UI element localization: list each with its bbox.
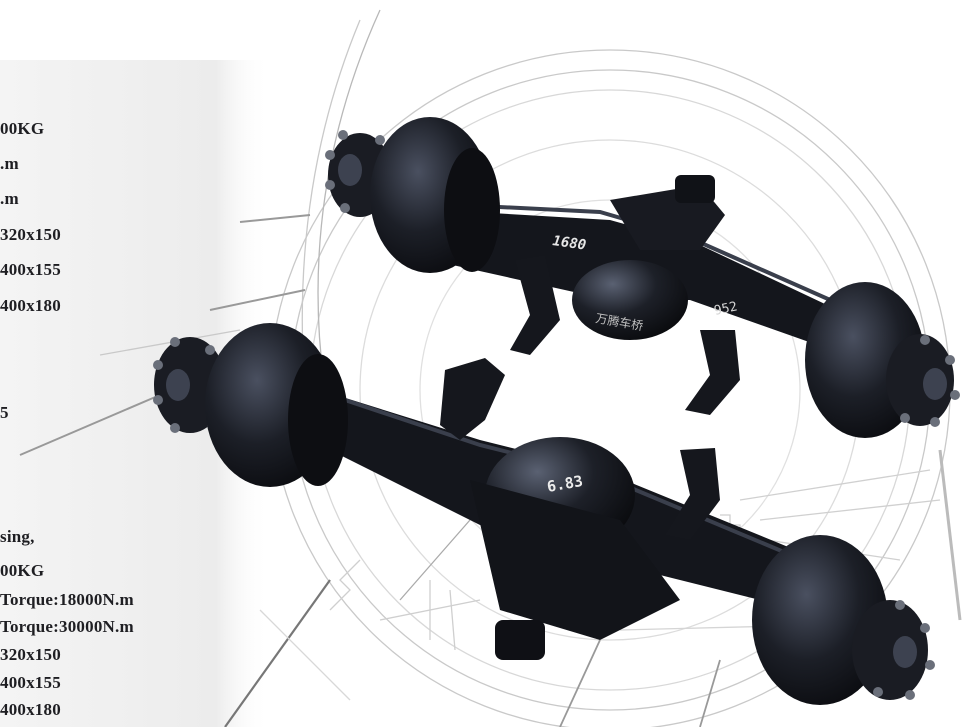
upper-axle-ratio-marking: 1680 bbox=[551, 233, 587, 254]
upper-axle-code-marking: 952 bbox=[713, 299, 739, 319]
lower-axle-ratio-marking: 6.83 bbox=[546, 472, 585, 496]
lower-drive-axle: 6.83 bbox=[153, 323, 935, 705]
upper-drive-axle: 1680 952 万腾车桥 bbox=[325, 117, 960, 438]
